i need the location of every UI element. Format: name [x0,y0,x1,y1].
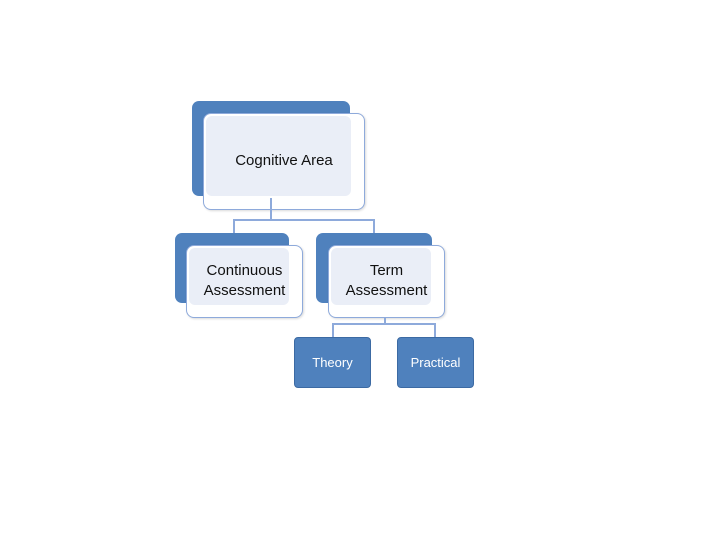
leaves-connector-horizontal [332,323,436,325]
continuous-assessment-fill [189,248,289,305]
child-right-connector [373,219,375,235]
root-node-label: Cognitive Area [235,152,333,169]
term-assessment-card [328,245,445,318]
root-connector-vertical [270,198,272,220]
children-connector-horizontal [233,219,375,221]
leaf-right-connector [434,323,436,337]
term-connector-vertical [384,318,386,324]
continuous-assessment-label: Continuous Assessment [203,262,286,299]
term-assessment-fill [331,248,431,305]
root-node-fill [206,116,351,196]
continuous-assessment-card [186,245,303,318]
root-node-card [203,113,365,210]
practical-node: Practical [397,337,474,388]
theory-node: Theory [294,337,371,388]
term-assessment-label: Term Assessment [345,262,428,299]
leaf-left-connector [332,323,334,337]
child-left-connector [233,219,235,235]
